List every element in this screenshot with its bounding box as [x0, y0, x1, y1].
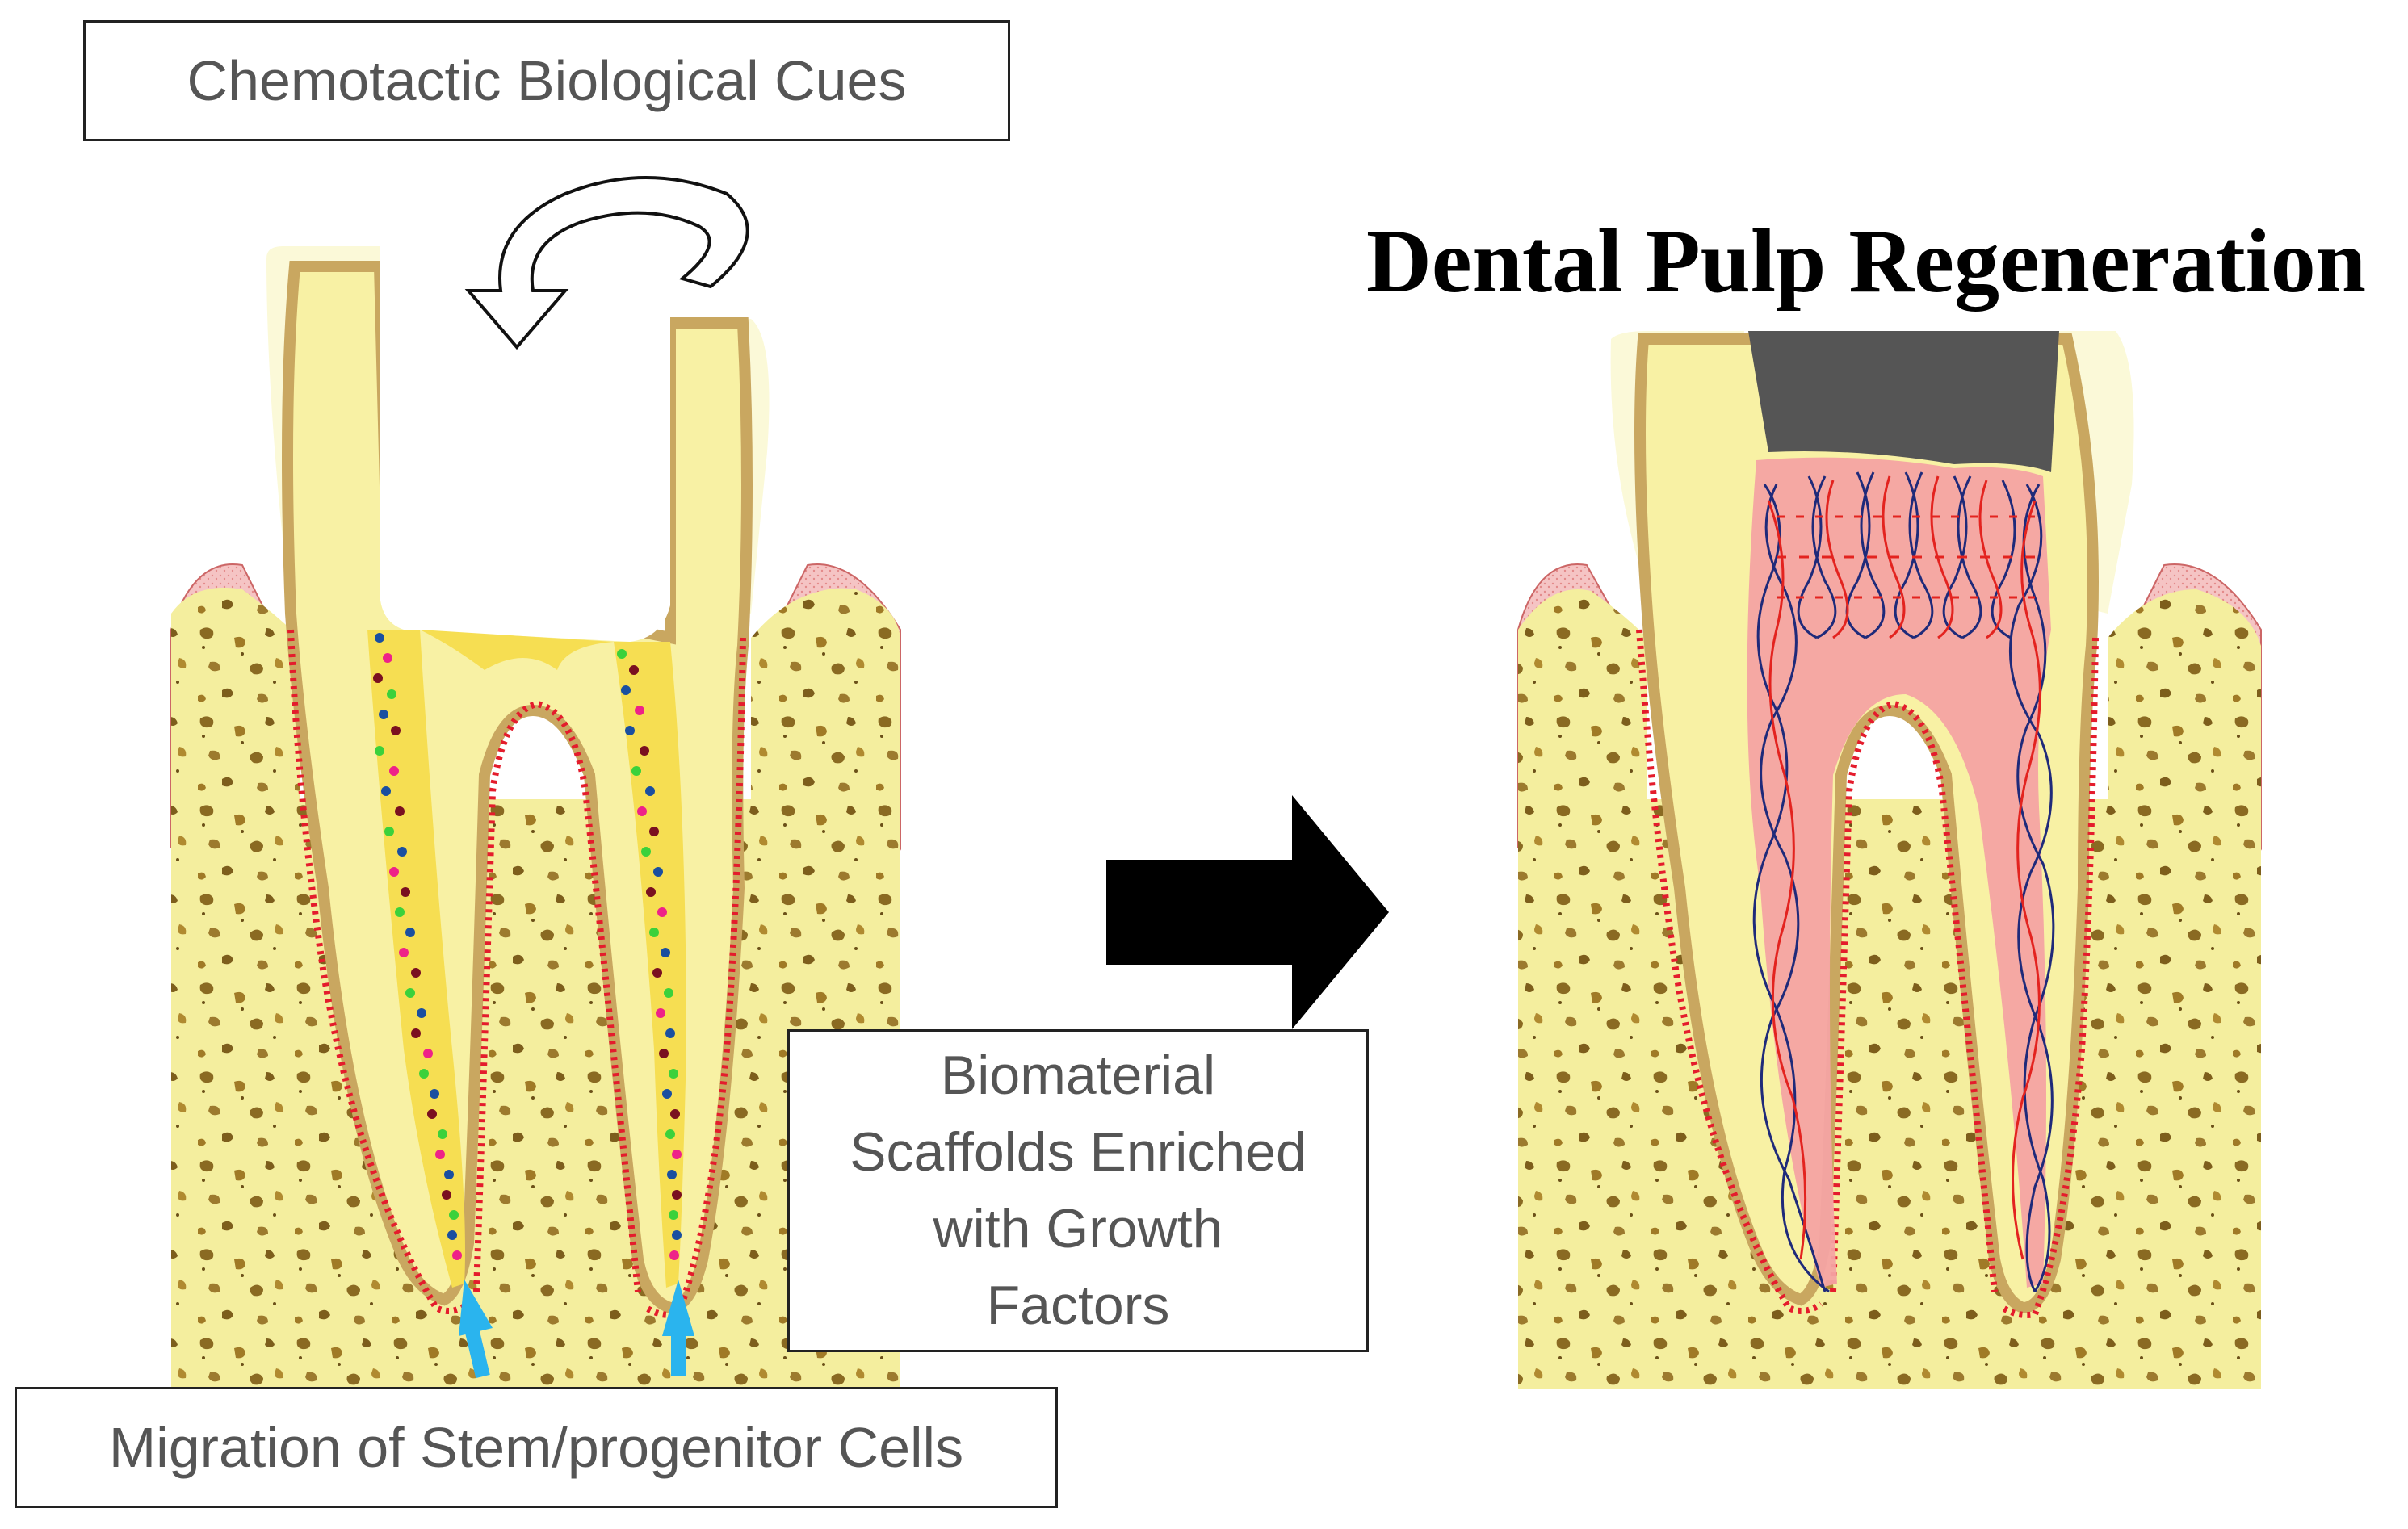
up-arrow-icon	[662, 1280, 694, 1376]
left-cells-canal-2	[617, 649, 682, 1260]
right-arrow-icon	[1106, 795, 1389, 1029]
right-alveolar-bone	[1518, 799, 2261, 1389]
chemotactic-cues-text: Chemotactic Biological Cues	[187, 49, 907, 112]
curved-arrow-icon	[464, 176, 749, 350]
scaffold-label: Biomaterial Scaffolds Enriched with Grow…	[787, 1029, 1369, 1352]
left-access-cavity	[380, 246, 670, 642]
page-title: Dental Pulp Regeneration	[1366, 212, 2367, 312]
scaffold-line-4: Factors	[986, 1275, 1170, 1336]
right-pulp-tissue	[1747, 457, 2051, 1288]
scaffold-line-3: with Growth	[933, 1198, 1223, 1259]
left-scaffold-canal-1	[367, 630, 465, 1288]
up-arrow-icon	[459, 1280, 493, 1379]
right-tooth-diagram	[1517, 331, 2262, 1389]
left-root-outer	[282, 261, 753, 1314]
left-scaffold-canal-2	[614, 642, 686, 1288]
left-cells-canal-1	[373, 633, 462, 1260]
right-crown-filling	[1748, 331, 2059, 472]
migration-text: Migration of Stem/progenitor Cells	[108, 1416, 964, 1479]
scaffold-line-1: Biomaterial	[940, 1045, 1216, 1106]
right-blood-vessels	[1752, 471, 2055, 1293]
scaffold-line-2: Scaffolds Enriched	[850, 1121, 1307, 1183]
left-tooth-diagram	[170, 176, 901, 1389]
migration-label: Migration of Stem/progenitor Cells	[15, 1387, 1058, 1508]
chemotactic-cues-label: Chemotactic Biological Cues	[83, 20, 1010, 141]
